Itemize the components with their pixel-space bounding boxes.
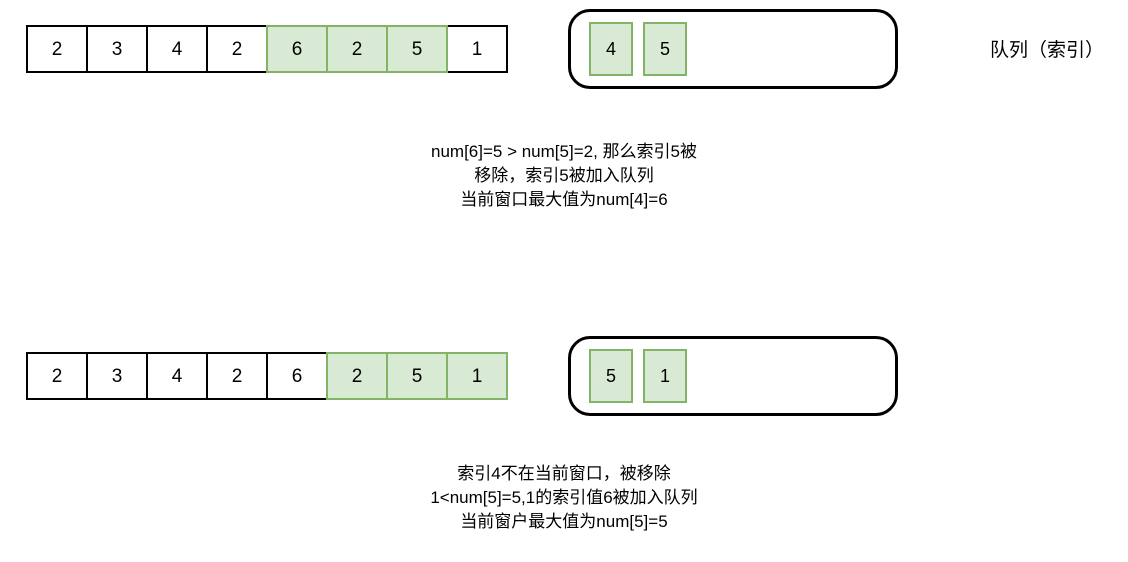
queue-cell: 5 [643,22,687,76]
array-cell: 2 [26,25,88,73]
queue-cell: 1 [643,349,687,403]
array-cell: 4 [146,25,208,73]
caption-line: 移除，索引5被加入队列 [474,166,654,186]
array-cell-highlighted: 2 [326,25,388,73]
array-cell: 1 [446,25,508,73]
array-strip-step2: 2 3 4 2 6 2 5 1 [26,352,508,400]
array-cell: 2 [26,352,88,400]
array-cell: 3 [86,352,148,400]
array-cell-highlighted: 2 [326,352,388,400]
queue-box-step2: 5 1 [568,336,898,416]
caption-line: num[6]=5 > num[5]=2, 那么索引5被 [431,142,697,161]
array-cell: 4 [146,352,208,400]
array-cell-highlighted: 5 [386,352,448,400]
array-cell-highlighted: 6 [266,25,328,73]
array-cell: 2 [206,25,268,73]
queue-cell: 5 [589,349,633,403]
array-cell: 6 [266,352,328,400]
array-cell: 2 [206,352,268,400]
array-cell: 3 [86,25,148,73]
caption-step1: num[6]=5 > num[5]=2, 那么索引5被 移除，索引5被加入队列 … [0,140,1128,212]
array-cell-highlighted: 5 [386,25,448,73]
array-cell-highlighted: 1 [446,352,508,400]
queue-box-step1: 4 5 [568,9,898,89]
caption-line: 1<num[5]=5,1的索引值6被加入队列 [430,488,698,508]
caption-line: 当前窗户最大值为num[5]=5 [460,512,668,532]
caption-line: 索引4不在当前窗口，被移除 [457,464,671,483]
queue-cell: 4 [589,22,633,76]
array-strip-step1: 2 3 4 2 6 2 5 1 [26,25,508,73]
queue-index-label: 队列（索引） [990,40,1105,61]
caption-line: 当前窗口最大值为num[4]=6 [460,190,668,210]
caption-step2: 索引4不在当前窗口，被移除 1<num[5]=5,1的索引值6被加入队列 当前窗… [0,462,1128,534]
